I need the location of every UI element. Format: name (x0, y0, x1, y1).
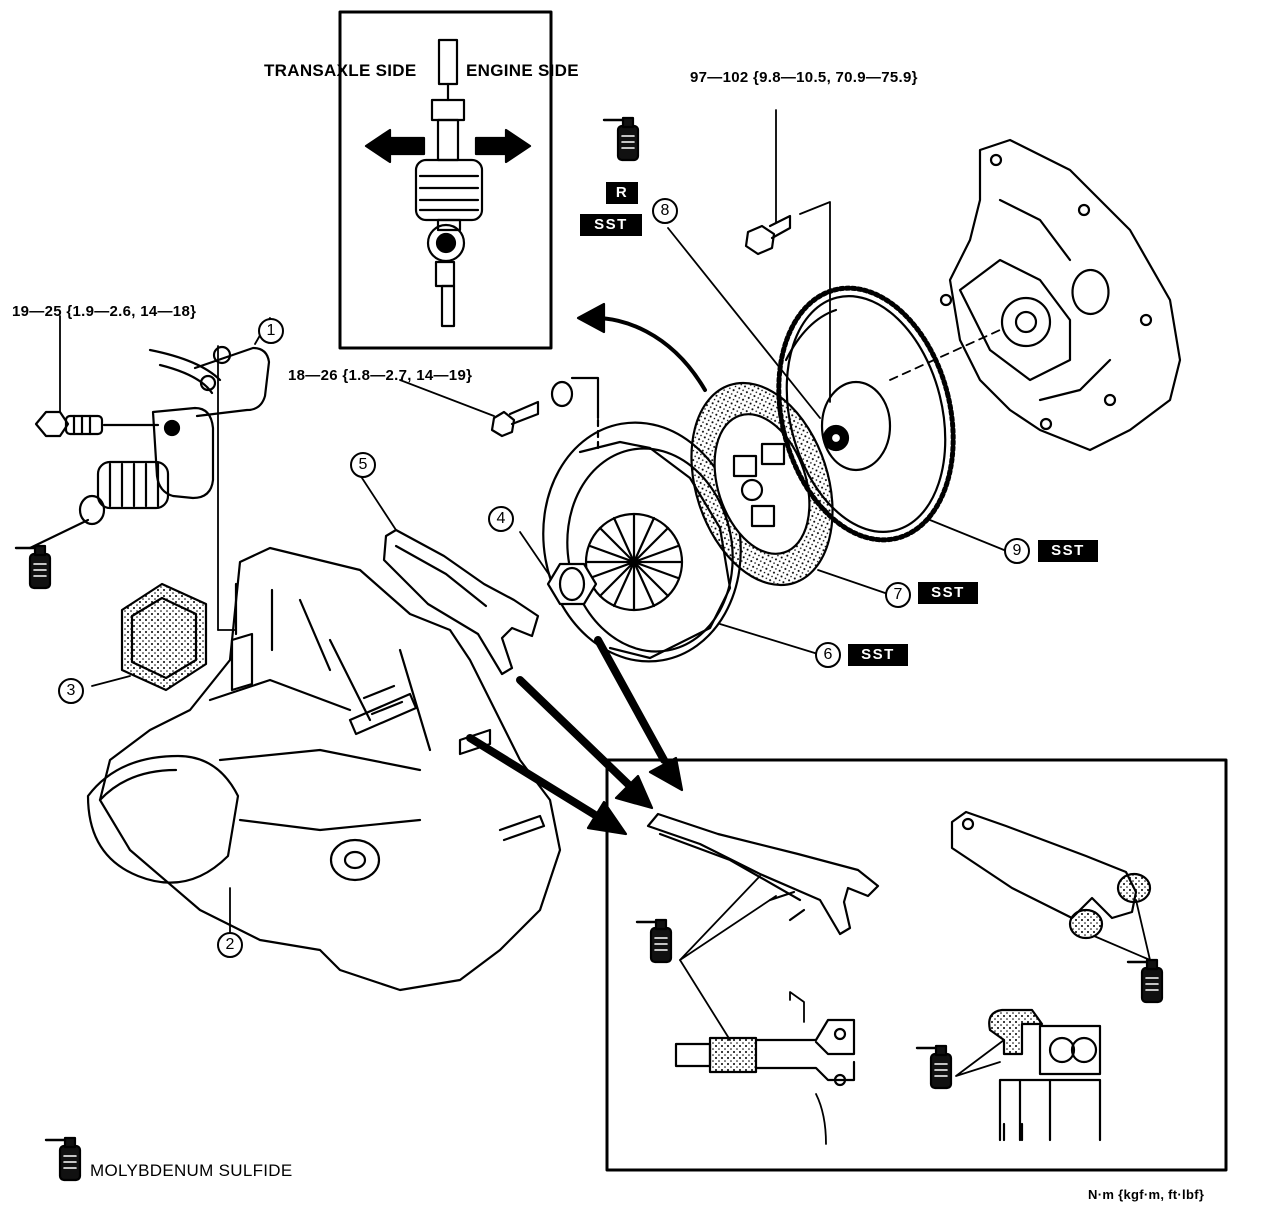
orientation-inset (338, 10, 553, 350)
callout-3: 3 (58, 678, 84, 704)
callout-6: 6 (815, 642, 841, 668)
arrow-right-icon (474, 128, 532, 164)
sst-badge-9: SST (1038, 540, 1098, 562)
callout-7: 7 (885, 582, 911, 608)
slave-cylinder (28, 345, 271, 550)
sst-badge-6: SST (848, 644, 908, 666)
lubrication-detail (605, 758, 1228, 1172)
torque-fork-bolt: 18—26 {1.8—2.7, 14—19} (288, 367, 473, 384)
callout-5: 5 (350, 452, 376, 478)
units-label: N·m {kgf·m, ft·lbf} (1088, 1187, 1205, 1202)
clutch-disc (690, 381, 889, 595)
curved-arrow-icon (594, 316, 707, 392)
boot (91, 582, 208, 692)
torque-slave-bolt: 19—25 {1.9—2.6, 14—18} (12, 303, 197, 320)
callout-4: 4 (488, 506, 514, 532)
release-fork (361, 477, 540, 676)
flywheel-bolt (744, 109, 831, 403)
callout-2: 2 (217, 932, 243, 958)
slave-bolt (34, 315, 160, 438)
transaxle (86, 345, 562, 992)
r-badge: R (606, 182, 638, 204)
arrow-left-icon (364, 128, 426, 164)
engine-block (889, 138, 1182, 452)
transaxle-side-label: TRANSAXLE SIDE (264, 61, 417, 80)
engine-side-label: ENGINE SIDE (466, 61, 579, 80)
sst-badge-7: SST (918, 582, 978, 604)
fork-bolt (399, 376, 600, 452)
grease-tube-icon (44, 1136, 82, 1182)
legend-label: MOLYBDENUM SULFIDE (90, 1161, 293, 1180)
callout-9: 9 (1004, 538, 1030, 564)
sst-badge-8: SST (580, 214, 642, 236)
torque-flywheel-bolt: 97—102 {9.8—10.5, 70.9—75.9} (690, 69, 918, 86)
callout-1: 1 (258, 318, 284, 344)
callout-8: 8 (652, 198, 678, 224)
